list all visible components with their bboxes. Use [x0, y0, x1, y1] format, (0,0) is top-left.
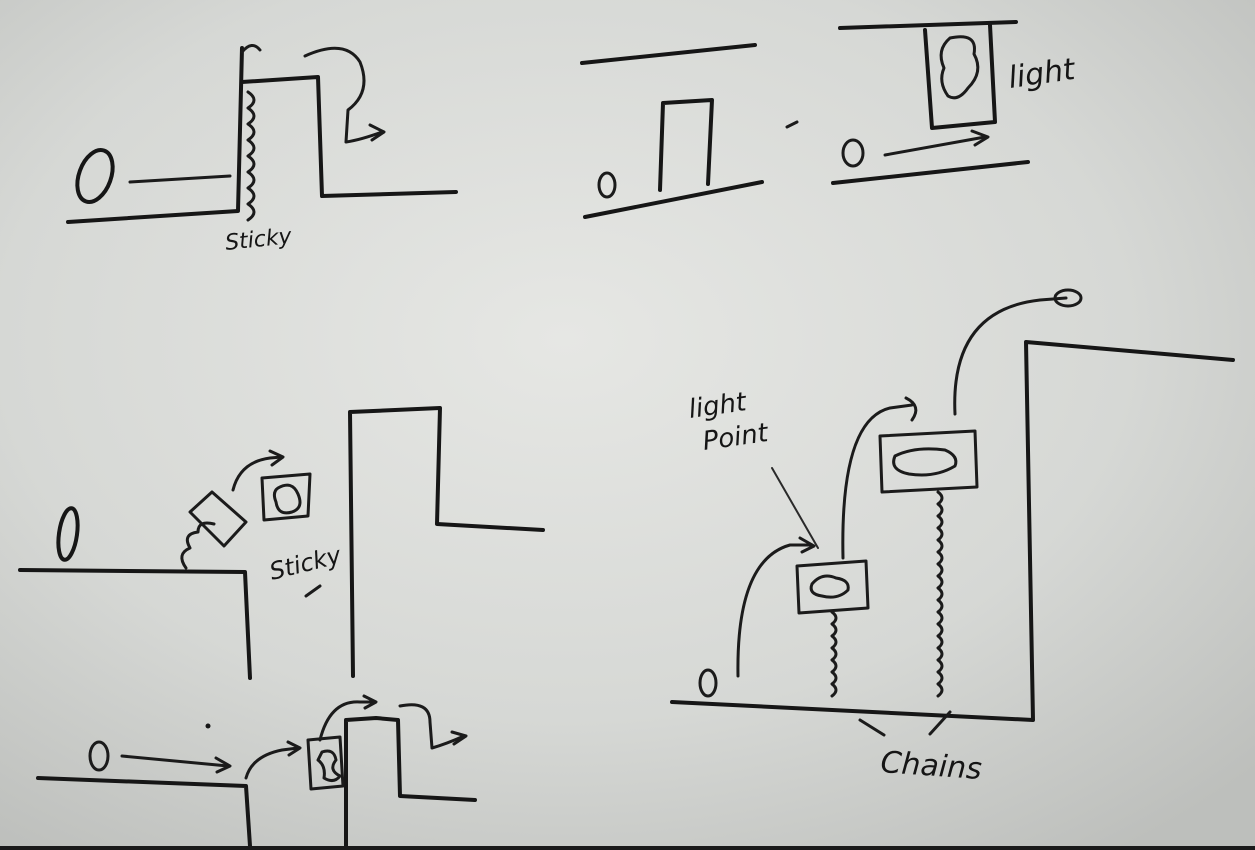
jump-arrow-1 — [736, 543, 814, 678]
block-outline — [658, 98, 714, 192]
player-circle-2 — [88, 740, 110, 772]
label-chains: Chains — [879, 745, 983, 787]
movement-arrow — [120, 754, 230, 768]
player-circle — [597, 171, 617, 199]
ledge-outline — [18, 568, 252, 680]
arrowhead — [904, 396, 918, 422]
arrow-end-loop — [1053, 288, 1083, 308]
player-circle — [698, 668, 718, 698]
chain-2 — [936, 490, 944, 698]
sticky-pointer — [304, 584, 322, 598]
tall-wall-outline — [348, 406, 545, 678]
climb-arrow — [318, 700, 376, 742]
dot-mark — [205, 723, 211, 729]
drop-arrow — [398, 703, 466, 750]
sticky-blob — [272, 483, 302, 515]
arrowhead — [970, 129, 990, 147]
jump-arrow-3 — [953, 296, 1068, 416]
hop-arrow — [244, 746, 300, 780]
lower-sticky-box — [306, 735, 345, 791]
light-blob-1 — [809, 574, 850, 599]
light-point-pointer — [771, 467, 819, 549]
light-blob-2 — [892, 447, 958, 477]
ceiling-line-2 — [838, 20, 1018, 30]
sketch-light-block: light — [580, 20, 1078, 219]
ground-line — [583, 180, 764, 219]
light-box-outline — [923, 23, 997, 130]
arrowhead — [286, 740, 302, 757]
platform-outline — [240, 75, 458, 198]
player-circle — [75, 148, 115, 204]
sticky-surface-squiggle — [246, 90, 256, 222]
launch-arrow — [231, 455, 284, 492]
chains-pointer-left — [858, 718, 886, 737]
floor-and-cliff — [670, 340, 1235, 722]
arrowhead — [368, 123, 386, 142]
arrowhead — [450, 730, 468, 746]
arrowhead — [268, 449, 285, 467]
sticky-top-loop — [240, 44, 262, 54]
sketch-light-points-chains: light Point Chains — [670, 288, 1235, 787]
launcher-box — [188, 490, 248, 548]
ceiling-line — [580, 43, 757, 65]
light-blob — [939, 35, 980, 100]
jump-arrow-2 — [841, 403, 914, 560]
lower-ground — [36, 776, 252, 848]
chains-pointer-right — [928, 710, 952, 736]
sketch-sticky-launcher: Sticky — [18, 406, 545, 848]
lower-sticky-blob — [316, 749, 342, 783]
lower-block — [344, 716, 477, 848]
transition-arrow — [785, 120, 799, 129]
jump-arrow — [303, 46, 384, 144]
arrowhead — [362, 694, 378, 710]
sticky-box — [260, 472, 312, 522]
ground-line-2 — [831, 160, 1030, 185]
launcher-spring — [180, 521, 216, 570]
arrowhead — [798, 536, 816, 554]
light-point-box-1 — [795, 559, 870, 615]
light-point-box-2 — [878, 429, 979, 494]
arrowhead — [214, 756, 232, 774]
player-circle — [56, 506, 80, 562]
ground-and-wall — [66, 46, 244, 224]
movement-path — [128, 174, 232, 184]
chain-1 — [830, 610, 838, 698]
player-circle-2 — [841, 138, 865, 168]
movement-arrow — [883, 135, 987, 157]
